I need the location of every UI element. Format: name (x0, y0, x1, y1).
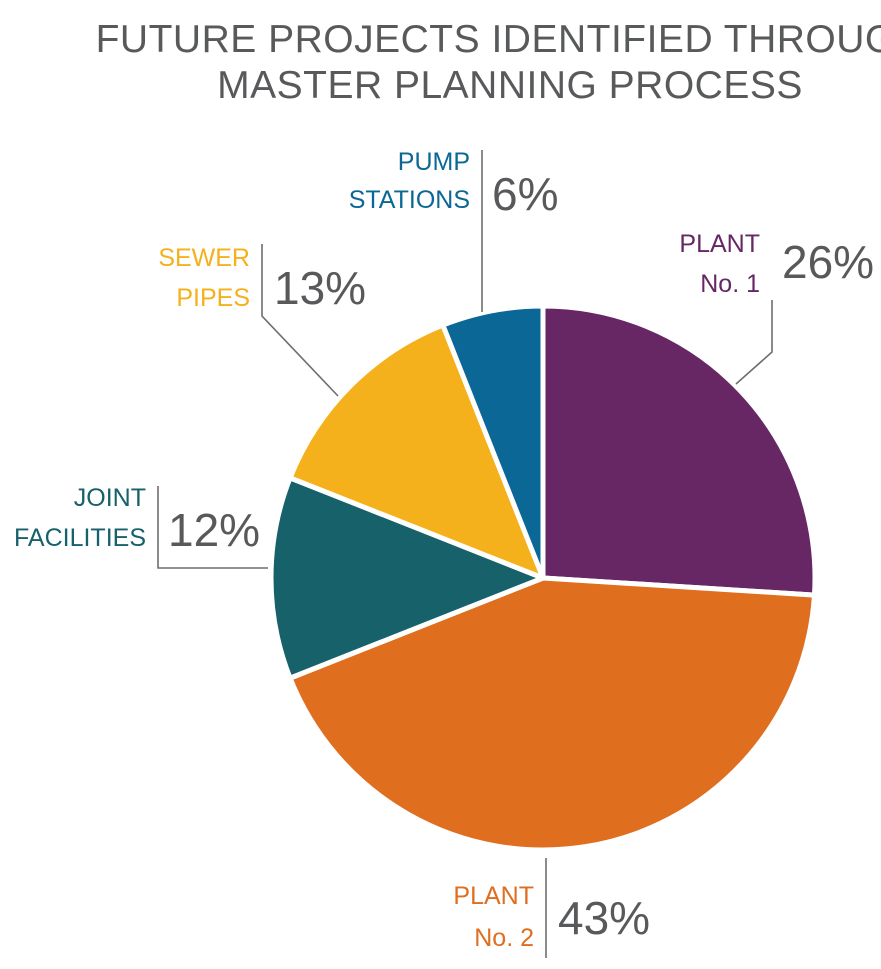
slice-label-sewer-pipes-line-2: PIPES (176, 284, 250, 312)
slice-value-label-plant-no-2: 43% (558, 892, 650, 944)
slice-label-sewer-pipes-line-1: SEWER (158, 244, 250, 272)
chart-title-line-2: MASTER PLANNING PROCESS (217, 64, 803, 107)
slice-label-pump-stations-line-2: STATIONS (349, 186, 470, 214)
leader-line-plant-no-1 (735, 300, 773, 385)
chart-title-line-1: FUTURE PROJECTS IDENTIFIED THROUGH (96, 18, 881, 61)
slice-label-pump-stations-line-1: PUMP (398, 148, 470, 176)
pie-slices (268, 303, 818, 853)
slice-label-plant-no-2-line-2: No. 2 (474, 924, 534, 952)
slice-labels: PLANT No. 1 26% PLANT No. 2 43% JOINT FACILITIE… (14, 148, 874, 958)
leader-line-sewer-pipes (261, 244, 339, 397)
slice-label-plant-no-1-line-2: No. 1 (700, 270, 760, 298)
pie-slice-plant-no-2 (287, 575, 817, 853)
leader-line-joint-facilities (157, 486, 268, 569)
slice-label-joint-facilities-line-1: JOINT (74, 484, 146, 512)
slice-label-joint-facilities-line-2: FACILITIES (14, 524, 146, 552)
pie-slice-pump-stations (440, 303, 546, 581)
slice-value-label-plant-no-1: 26% (782, 236, 874, 288)
pie-slice-sewer-pipes (287, 322, 546, 581)
pie-slice-plant-no-1 (540, 303, 818, 598)
slice-label-plant-no-1-line-1: PLANT (679, 230, 760, 258)
slice-label-plant-no-2-line-1: PLANT (453, 882, 534, 910)
slice-value-label-sewer-pipes: 13% (274, 262, 366, 314)
slice-value-label-pump-stations: 6% (492, 168, 558, 220)
slice-value-label-joint-facilities: 12% (168, 504, 260, 556)
pie-slice-joint-facilities (268, 475, 546, 681)
